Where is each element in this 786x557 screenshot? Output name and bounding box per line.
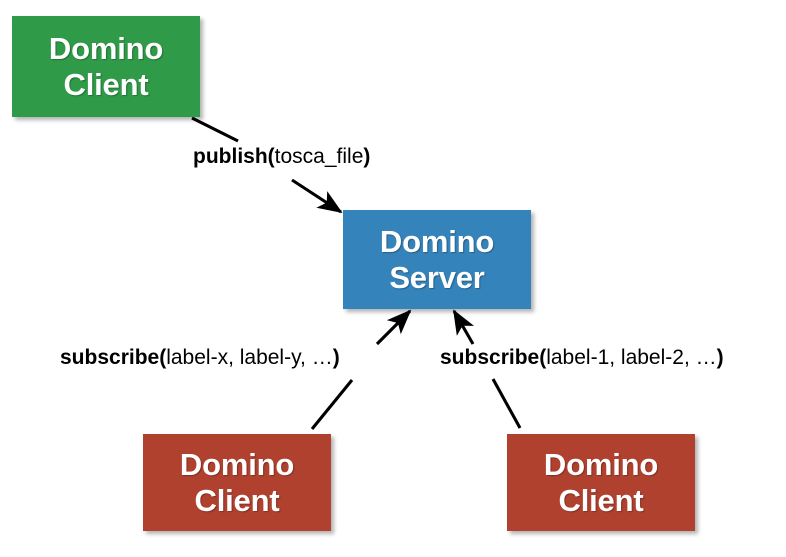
edge-label-call-close: ) — [332, 346, 340, 369]
edge-label-publish: publish(tosca_file) — [193, 146, 370, 167]
node-label-line1: Domino — [48, 30, 164, 66]
subscribe-left-edge-segment-lower — [310, 379, 354, 430]
node-label-line2: Client — [194, 482, 280, 518]
edge-label-arguments: label-x, label-y, … — [166, 346, 333, 369]
subscribe-right-edge-segment-lower — [491, 378, 522, 429]
edge-label-arguments: tosca_file — [274, 145, 364, 168]
node-label-line1: Domino — [543, 446, 659, 482]
subscribe-right-edge-segment-upper — [452, 309, 475, 345]
node-label-line2: Server — [389, 259, 485, 295]
node-domino-client-subscriber-left[interactable]: Domino Client — [143, 434, 331, 531]
node-domino-server[interactable]: Domino Server — [343, 210, 531, 309]
publish-edge-segment-lower — [291, 178, 343, 214]
subscribe-left-edge-segment-upper — [375, 309, 412, 346]
edge-label-subscribe-right: subscribe(label-1, label-2, …) — [440, 347, 724, 368]
node-label-line1: Domino — [379, 223, 495, 259]
node-label-line2: Client — [558, 482, 644, 518]
edge-label-subscribe-left: subscribe(label-x, label-y, …) — [60, 347, 340, 368]
edge-label-call-open: publish( — [193, 145, 275, 168]
edge-label-call-close: ) — [363, 145, 371, 168]
edge-label-call-open: subscribe( — [440, 346, 547, 369]
edge-label-call-close: ) — [716, 346, 724, 369]
edge-label-call-open: subscribe( — [60, 346, 167, 369]
node-domino-client-subscriber-right[interactable]: Domino Client — [507, 434, 695, 531]
node-label-line1: Domino — [179, 446, 295, 482]
node-domino-client-publisher[interactable]: Domino Client — [12, 16, 200, 117]
publish-edge-segment-upper — [191, 116, 239, 143]
node-label-line2: Client — [63, 66, 149, 102]
edge-label-arguments: label-1, label-2, … — [546, 346, 717, 369]
